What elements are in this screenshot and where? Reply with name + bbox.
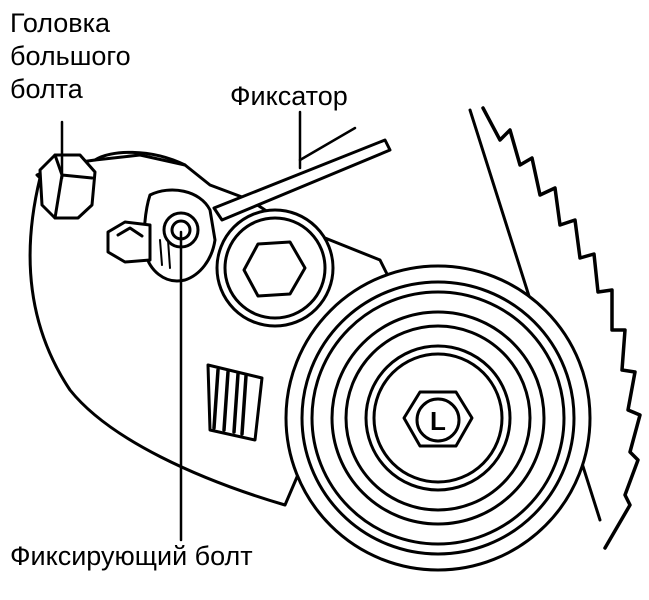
bolt-head-label-line-1: Головка bbox=[10, 8, 111, 38]
large-bolt-head bbox=[38, 153, 97, 220]
bolt-head-label-line-2: большого bbox=[10, 41, 131, 71]
bolt-head-label-line-3: болта bbox=[10, 74, 83, 104]
plate-ridge bbox=[93, 150, 187, 167]
latch-pin bbox=[212, 138, 392, 222]
bracket-lug bbox=[106, 220, 152, 264]
idler-pulley bbox=[215, 208, 335, 328]
bolt-head-label: Головка большого болта bbox=[10, 7, 131, 106]
fixing-bolt-label: Фиксирующий болт bbox=[10, 541, 253, 571]
latch-label: Фиксатор bbox=[230, 81, 348, 111]
tooth-block bbox=[206, 363, 264, 442]
tensioner-pulley: L bbox=[284, 264, 592, 572]
pulley-mark: L bbox=[430, 406, 446, 436]
